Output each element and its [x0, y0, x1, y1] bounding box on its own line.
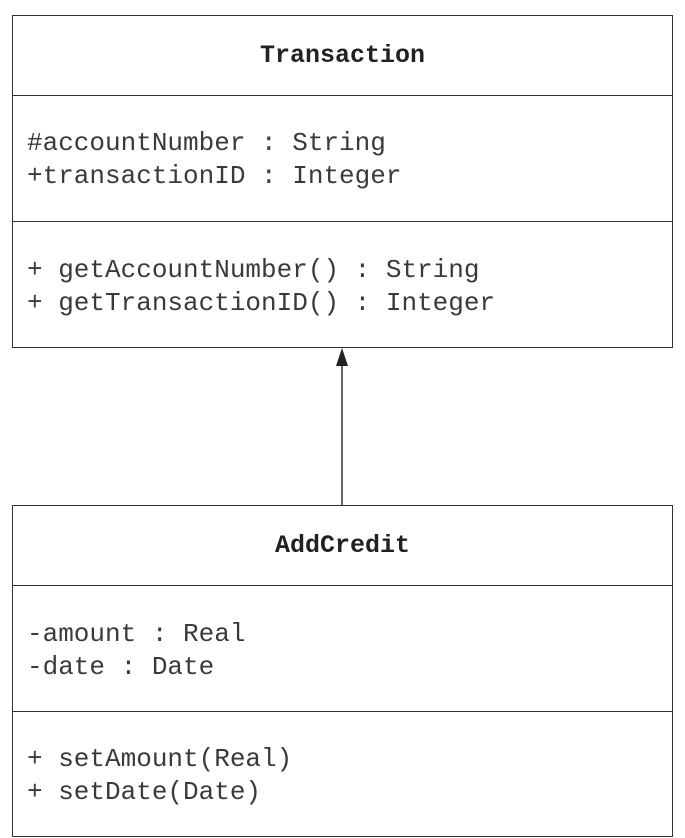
inheritance-arrowhead [336, 348, 348, 366]
attribute-transaction-id: +transactionID : Integer [27, 161, 402, 191]
attribute-amount: -amount : Real [27, 619, 246, 649]
operation-set-date: + setDate(Date) [27, 777, 262, 807]
operations-compartment-transaction: + getAccountNumber() : String + getTrans… [13, 222, 672, 320]
class-name-addcredit: AddCredit [13, 506, 672, 586]
attribute-date: -date : Date [27, 652, 215, 682]
operation-get-account-number: + getAccountNumber() : String [27, 255, 480, 285]
class-box-transaction: Transaction #accountNumber : String +tra… [12, 15, 673, 348]
operation-set-amount: + setAmount(Real) [27, 744, 293, 774]
attribute-account-number: #accountNumber : String [27, 128, 386, 158]
operation-get-transaction-id: + getTransactionID() : Integer [27, 288, 496, 318]
operations-compartment-addcredit: + setAmount(Real) + setDate(Date) [13, 712, 672, 809]
class-name-transaction: Transaction [13, 16, 672, 96]
attributes-compartment-transaction: #accountNumber : String +transactionID :… [13, 96, 672, 222]
class-box-addcredit: AddCredit -amount : Real -date : Date + … [12, 505, 673, 837]
attributes-compartment-addcredit: -amount : Real -date : Date [13, 586, 672, 712]
